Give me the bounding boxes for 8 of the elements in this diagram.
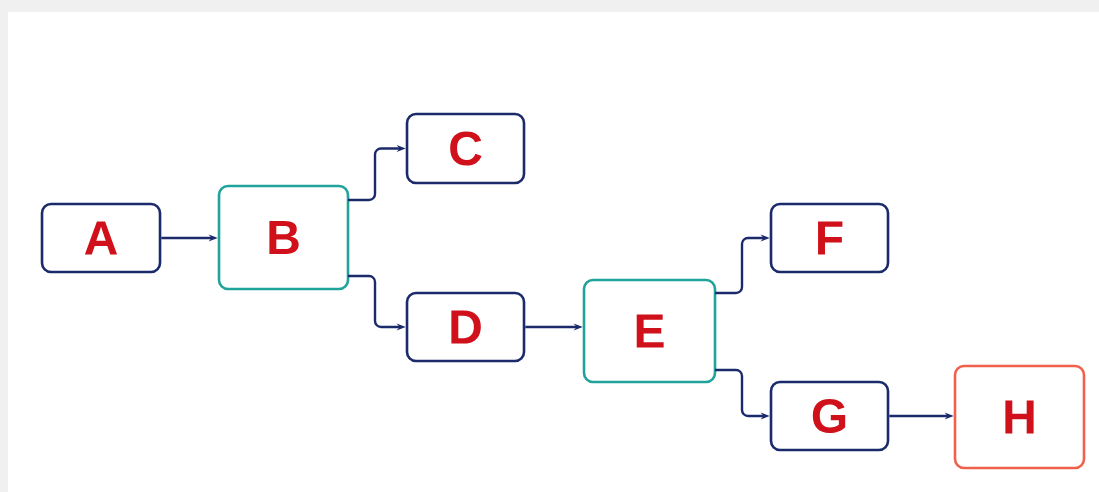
process-box: C [405, 112, 526, 185]
process-box: D [405, 291, 526, 363]
process-box: F [769, 202, 890, 274]
process-box: G [769, 380, 890, 452]
branch-box: B [217, 184, 350, 291]
end-box: H [953, 364, 1086, 470]
process-box: A [40, 202, 162, 274]
branch-box: E [582, 278, 717, 384]
